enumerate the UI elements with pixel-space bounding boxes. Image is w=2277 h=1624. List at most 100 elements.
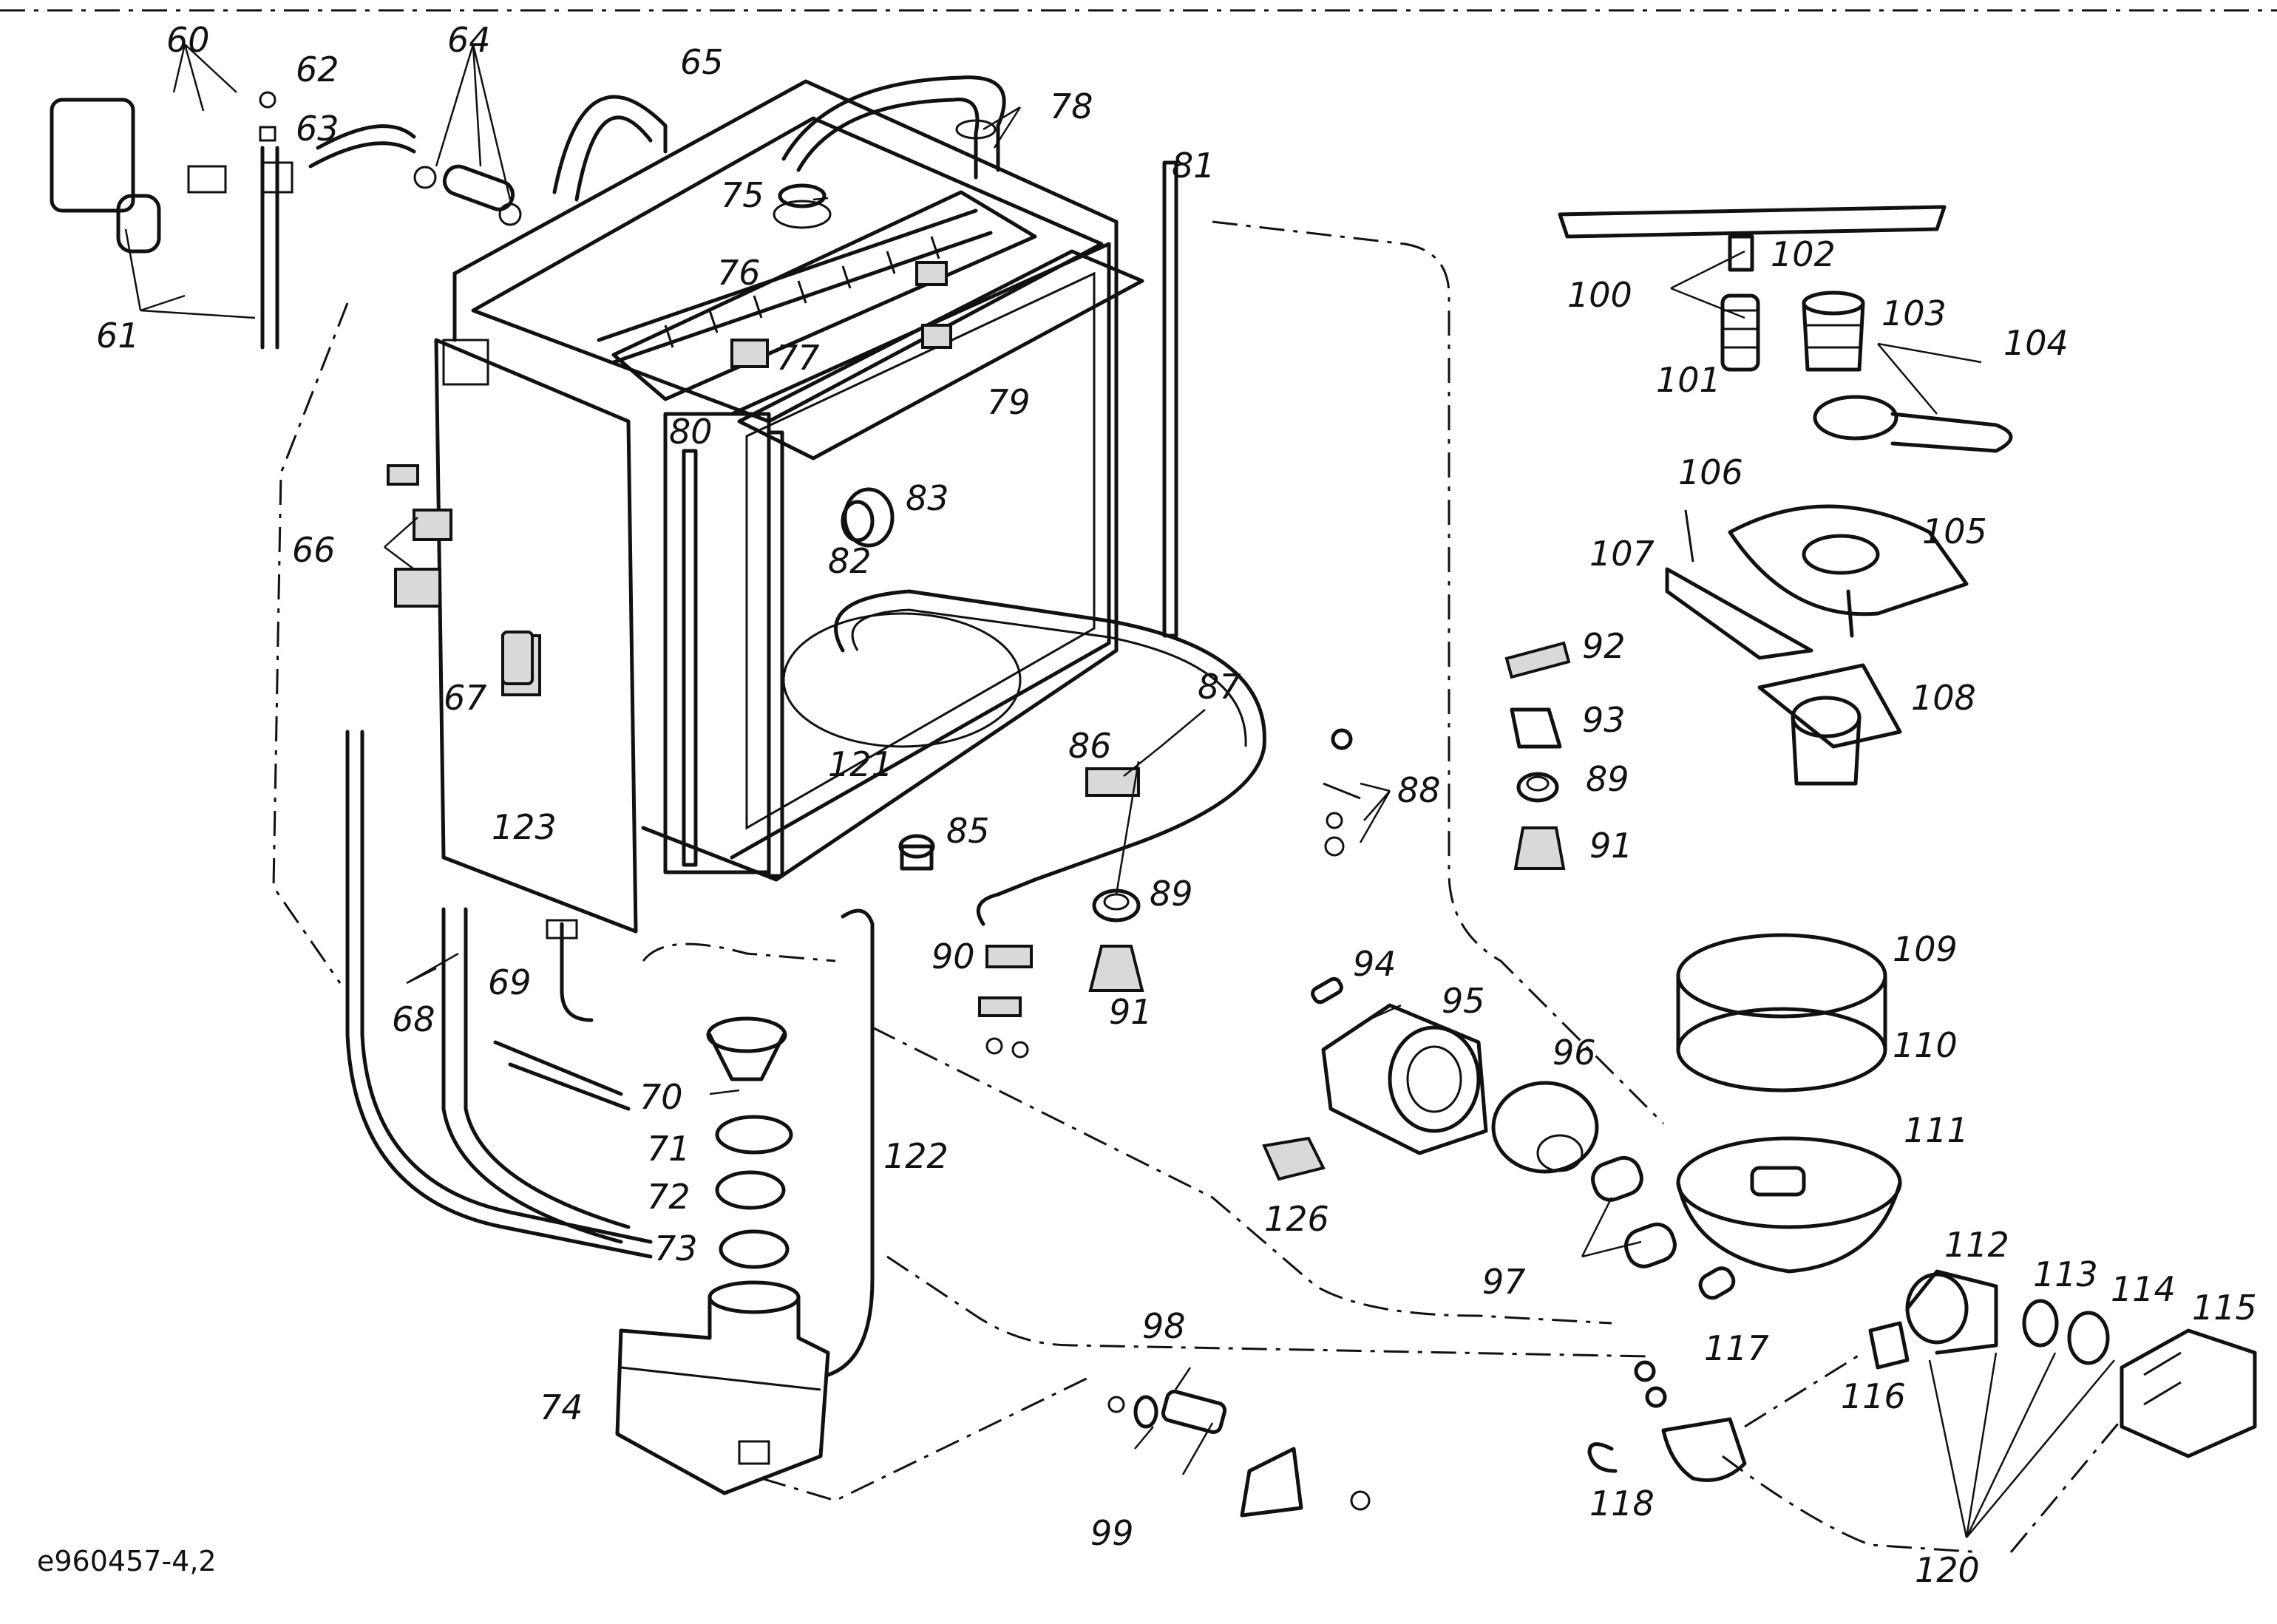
spray-nozzle-103 (1802, 291, 1865, 372)
callout-102: 102 (1771, 234, 1836, 274)
seal-71 (715, 1115, 793, 1155)
nut-75 (773, 183, 832, 229)
valve-98 (1107, 1390, 1371, 1518)
callout-90: 90 (932, 937, 975, 976)
callout-72: 72 (647, 1177, 690, 1217)
bracket-90 (978, 945, 1033, 1059)
bracket-79 (921, 324, 952, 349)
switch-67 (501, 631, 534, 685)
top-hose-78 (781, 75, 1006, 180)
hoses-68 (345, 730, 653, 1259)
callout-111: 111 (1904, 1110, 1969, 1150)
callout-67: 67 (444, 678, 487, 718)
callout-121: 121 (828, 744, 893, 784)
filter-108 (1757, 663, 1902, 786)
bracket-top (915, 261, 948, 286)
clip-126 (1262, 1136, 1326, 1181)
callout-79: 79 (987, 382, 1031, 422)
callout-100: 100 (1567, 275, 1632, 315)
seal-113 (2022, 1299, 2059, 1348)
callout-126: 126 (1264, 1199, 1329, 1239)
callout-99: 99 (1090, 1513, 1134, 1553)
callout-105: 105 (1922, 512, 1987, 551)
callout-118: 118 (1589, 1484, 1655, 1523)
tub-assembly (434, 79, 1178, 934)
connector-lines (272, 220, 2123, 1554)
callout-97: 97 (1482, 1262, 1526, 1302)
seal-114 (2067, 1311, 2110, 1365)
drain-motor-115 (2120, 1328, 2257, 1458)
callout-108: 108 (1911, 678, 1976, 718)
clip-92 (1504, 641, 1571, 679)
callout-88: 88 (1397, 770, 1441, 810)
drain-hose-122 (826, 908, 875, 1377)
callout-labels: 60 61 62 63 64 65 66 67 68 69 70 71 72 7… (37, 20, 2257, 1590)
callout-95: 95 (1442, 981, 1485, 1021)
callout-60: 60 (166, 20, 210, 60)
callout-76: 76 (717, 253, 761, 293)
clip-86 (1085, 767, 1140, 797)
switches-66 (387, 464, 452, 608)
callout-91-middle: 91 (1109, 992, 1153, 1032)
callout-106: 106 (1678, 452, 1743, 492)
seal-89-right (1516, 772, 1559, 803)
callout-113: 113 (2033, 1254, 2098, 1294)
callout-77: 77 (776, 338, 820, 378)
filter-105 (1728, 504, 1969, 638)
callout-109: 109 (1893, 929, 1958, 969)
callout-114: 114 (2111, 1269, 2176, 1309)
gasket-116 (1868, 1321, 1910, 1370)
callout-123: 123 (492, 807, 557, 847)
callout-89-right: 89 (1586, 759, 1629, 799)
clip-104 (1813, 395, 2013, 453)
cap-70 (706, 1016, 787, 1081)
leader-lines (124, 44, 2115, 1538)
callout-91-right: 91 (1589, 826, 1633, 866)
nozzle-83 (841, 487, 895, 548)
callout-68: 68 (392, 999, 435, 1039)
plug-85 (898, 834, 935, 871)
callout-69: 69 (488, 962, 532, 1002)
callout-117: 117 (1704, 1328, 1769, 1368)
callout-87: 87 (1198, 667, 1241, 707)
callout-110: 110 (1893, 1025, 1958, 1065)
seals-117 (1634, 1360, 1667, 1408)
drain-pump-112 (1905, 1269, 1998, 1355)
heater-74 (615, 1280, 830, 1495)
callout-75: 75 (721, 175, 764, 215)
callout-73: 73 (654, 1229, 698, 1268)
sump-111 (1676, 1136, 1902, 1274)
callout-83: 83 (906, 478, 949, 518)
callout-86: 86 (1068, 726, 1112, 766)
sensor-91-right (1513, 826, 1566, 870)
seal-73 (719, 1229, 790, 1269)
callout-74: 74 (540, 1387, 583, 1427)
callout-64: 64 (447, 20, 491, 60)
callout-62: 62 (296, 50, 339, 89)
callout-61: 61 (96, 316, 140, 356)
hose-connector-64 (413, 164, 522, 226)
callout-120: 120 (1915, 1550, 1980, 1590)
callout-116: 116 (1841, 1376, 1906, 1416)
callout-71: 71 (647, 1129, 690, 1169)
rail-76 (597, 208, 993, 364)
callout-112: 112 (1944, 1225, 2009, 1265)
pump-motor-95 (1311, 976, 1488, 1155)
callout-103: 103 (1881, 293, 1947, 333)
callout-104: 104 (2003, 323, 2069, 363)
callout-81: 81 (1172, 146, 1215, 186)
callout-96: 96 (1552, 1033, 1596, 1073)
callout-115: 115 (2192, 1288, 2257, 1328)
clip-93 (1510, 707, 1562, 749)
water-inlet-assembly (50, 91, 416, 350)
callout-85: 85 (946, 811, 990, 851)
callout-107: 107 (1589, 534, 1655, 574)
callout-89-middle: 89 (1150, 874, 1193, 914)
elbow-118 (1587, 1417, 1747, 1482)
inlet-hose-69 (493, 919, 631, 1111)
callout-93: 93 (1582, 700, 1626, 740)
callout-78: 78 (1050, 86, 1093, 126)
callout-66: 66 (292, 530, 336, 570)
sensor-91-middle (1088, 945, 1144, 992)
screws-88 (1323, 728, 1361, 857)
